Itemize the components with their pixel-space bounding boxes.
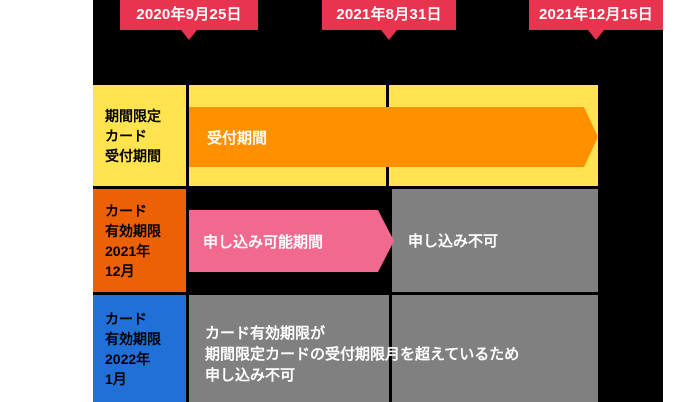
timeline-row-application-period: 期間限定カード受付期間 受付期間	[93, 85, 598, 186]
row3-note: カード有効期限が 期間限定カードの受付期限月を超えているため 申し込み不可	[205, 325, 520, 384]
date-badge-2-pointer	[381, 30, 397, 40]
row3-segment-left	[189, 295, 389, 402]
date-badge-1-pointer	[181, 30, 197, 40]
pink-eligible-arrow: 申し込み可能期間	[189, 210, 394, 272]
date-badge-3-label: 2021年12月15日	[539, 6, 653, 23]
row2-segment-blocked: 申し込み不可	[392, 189, 598, 292]
orange-period-arrow-label: 受付期間	[207, 129, 268, 147]
date-badge-3-pointer	[588, 30, 604, 40]
row-label-application-period: 期間限定カード受付期間	[93, 85, 186, 186]
date-badge-2: 2021年8月31日	[322, 0, 456, 40]
pink-eligible-arrow-label: 申し込み可能期間	[203, 233, 324, 251]
date-badge-1: 2020年9月25日	[120, 0, 258, 40]
date-badge-1-label: 2020年9月25日	[136, 6, 242, 23]
orange-period-arrow: 受付期間	[189, 107, 598, 167]
row3-segment-right	[392, 295, 598, 402]
date-badge-2-label: 2021年8月31日	[336, 6, 442, 23]
row2-blocked-label: 申し込み不可	[408, 233, 499, 250]
date-badge-3: 2021年12月15日	[529, 0, 663, 40]
row-body-application-period: 受付期間	[189, 85, 598, 186]
